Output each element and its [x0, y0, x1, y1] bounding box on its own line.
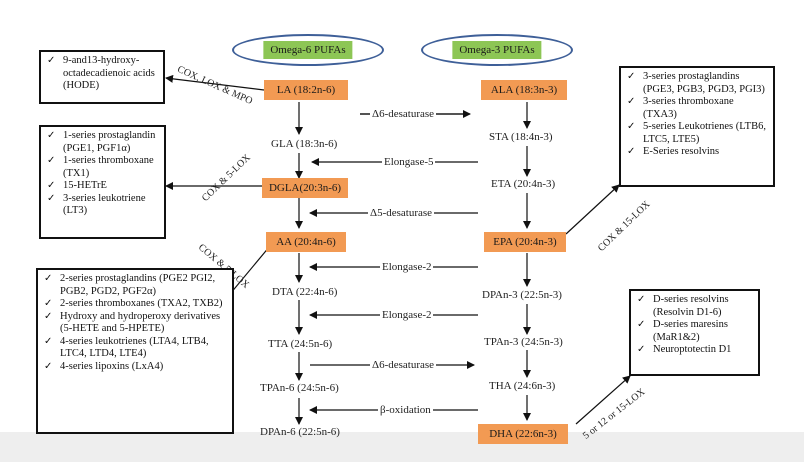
omega3-header-label: Omega-3 PUFAs — [452, 41, 542, 59]
route-dha-dseries — [575, 375, 631, 425]
omega6-header: Omega-6 PUFAs — [232, 34, 384, 66]
node-dpan3: DPAn-3 (22:5n-3) — [482, 289, 562, 301]
box-series1: 1-series prostaglandin (PGE1, PGF1α)1-se… — [39, 125, 166, 239]
enzyme-d6-desaturase-second: Δ6-desaturase — [370, 358, 437, 372]
route-la-hode — [165, 74, 265, 91]
series1-item: 3-series leukotriene (LT3) — [45, 193, 160, 218]
series3-list: 3-series prostaglandins (PGE3, PGB3, PGD… — [625, 71, 769, 159]
node-gla: GLA (18:3n-6) — [271, 138, 338, 150]
node-ala: ALA (18:3n-3) — [481, 80, 567, 100]
series2-item: 4-series leukotrienes (LTA4, LTB4, LTC4,… — [42, 336, 228, 361]
footer-band — [0, 432, 804, 462]
enzyme-d6-desaturase: Δ6-desaturase — [370, 107, 437, 121]
hode-item: 9-and13-hydroxy-octadecadienoic acids (H… — [45, 55, 159, 93]
omega6-header-label: Omega-6 PUFAs — [263, 41, 353, 59]
series3-item: 3-series prostaglandins (PGE3, PGB3, PGD… — [625, 71, 769, 96]
node-dpan6: DPAn-6 (22:5n-6) — [260, 426, 340, 438]
series2-item: Hydroxy and hydroperoxy derivatives (5-H… — [42, 311, 228, 336]
node-tpan3: TPAn-3 (24:5n-3) — [484, 336, 563, 348]
dseries-item: D-series resolvins (Resolvin D1-6) — [635, 294, 754, 319]
node-dgla: DGLA(20:3n-6) — [262, 178, 348, 198]
node-epa: EPA (20:4n-3) — [484, 232, 566, 252]
hode-list: 9-and13-hydroxy-octadecadienoic acids (H… — [45, 55, 159, 93]
enzyme-elongase-5: Elongase-5 — [382, 155, 436, 169]
series3-item: E-Series resolvins — [625, 146, 769, 159]
node-tha: THA (24:6n-3) — [489, 380, 556, 392]
enzyme-d5-desaturase: Δ5-desaturase — [368, 206, 435, 220]
series2-item: 2-series prostaglandins (PGE2 PGI2, PGB2… — [42, 273, 228, 298]
node-la: LA (18:2n-6) — [264, 80, 348, 100]
dseries-list: D-series resolvins (Resolvin D1-6)D-seri… — [635, 294, 754, 357]
box-dseries: D-series resolvins (Resolvin D1-6)D-seri… — [629, 289, 760, 376]
box-series3: 3-series prostaglandins (PGE3, PGB3, PGD… — [619, 66, 775, 187]
route-epa-series3 — [565, 184, 620, 235]
series1-item: 1-series prostaglandin (PGE1, PGF1α) — [45, 130, 160, 155]
series2-item: 2-series thromboxanes (TXA2, TXB2) — [42, 298, 228, 311]
enzyme-elongase-2: Elongase-2 — [380, 260, 434, 274]
node-aa: AA (20:4n-6) — [266, 232, 346, 252]
node-eta: ETA (20:4n-3) — [491, 178, 556, 190]
series1-item: 15-HETrE — [45, 180, 160, 193]
series2-item: 4-series lipoxins (LxA4) — [42, 361, 228, 374]
series1-item: 1-series thromboxane (TX1) — [45, 155, 160, 180]
node-dta: DTA (22:4n-6) — [272, 286, 338, 298]
box-series2: 2-series prostaglandins (PGE2 PGI2, PGB2… — [36, 268, 234, 434]
box-hode: 9-and13-hydroxy-octadecadienoic acids (H… — [39, 50, 165, 104]
node-tpan6: TPAn-6 (24:5n-6) — [260, 382, 339, 394]
series2-list: 2-series prostaglandins (PGE2 PGI2, PGB2… — [42, 273, 228, 373]
series3-item: 3-series thromboxane (TXA3) — [625, 96, 769, 121]
series1-list: 1-series prostaglandin (PGE1, PGF1α)1-se… — [45, 130, 160, 218]
node-sta: STA (18:4n-3) — [489, 131, 553, 143]
omega3-header: Omega-3 PUFAs — [421, 34, 573, 66]
node-tta: TTA (24:5n-6) — [268, 338, 333, 350]
enzyme-elongase-2-second: Elongase-2 — [380, 308, 434, 322]
dseries-item: Neuroptotectin D1 — [635, 344, 754, 357]
series3-item: 5-series Leukotrienes (LTB6, LTC5, LTE5) — [625, 121, 769, 146]
enzyme-beta-oxidation: β-oxidation — [378, 403, 433, 417]
node-dha: DHA (22:6n-3) — [478, 424, 568, 444]
dseries-item: D-series maresins (MaR1&2) — [635, 319, 754, 344]
